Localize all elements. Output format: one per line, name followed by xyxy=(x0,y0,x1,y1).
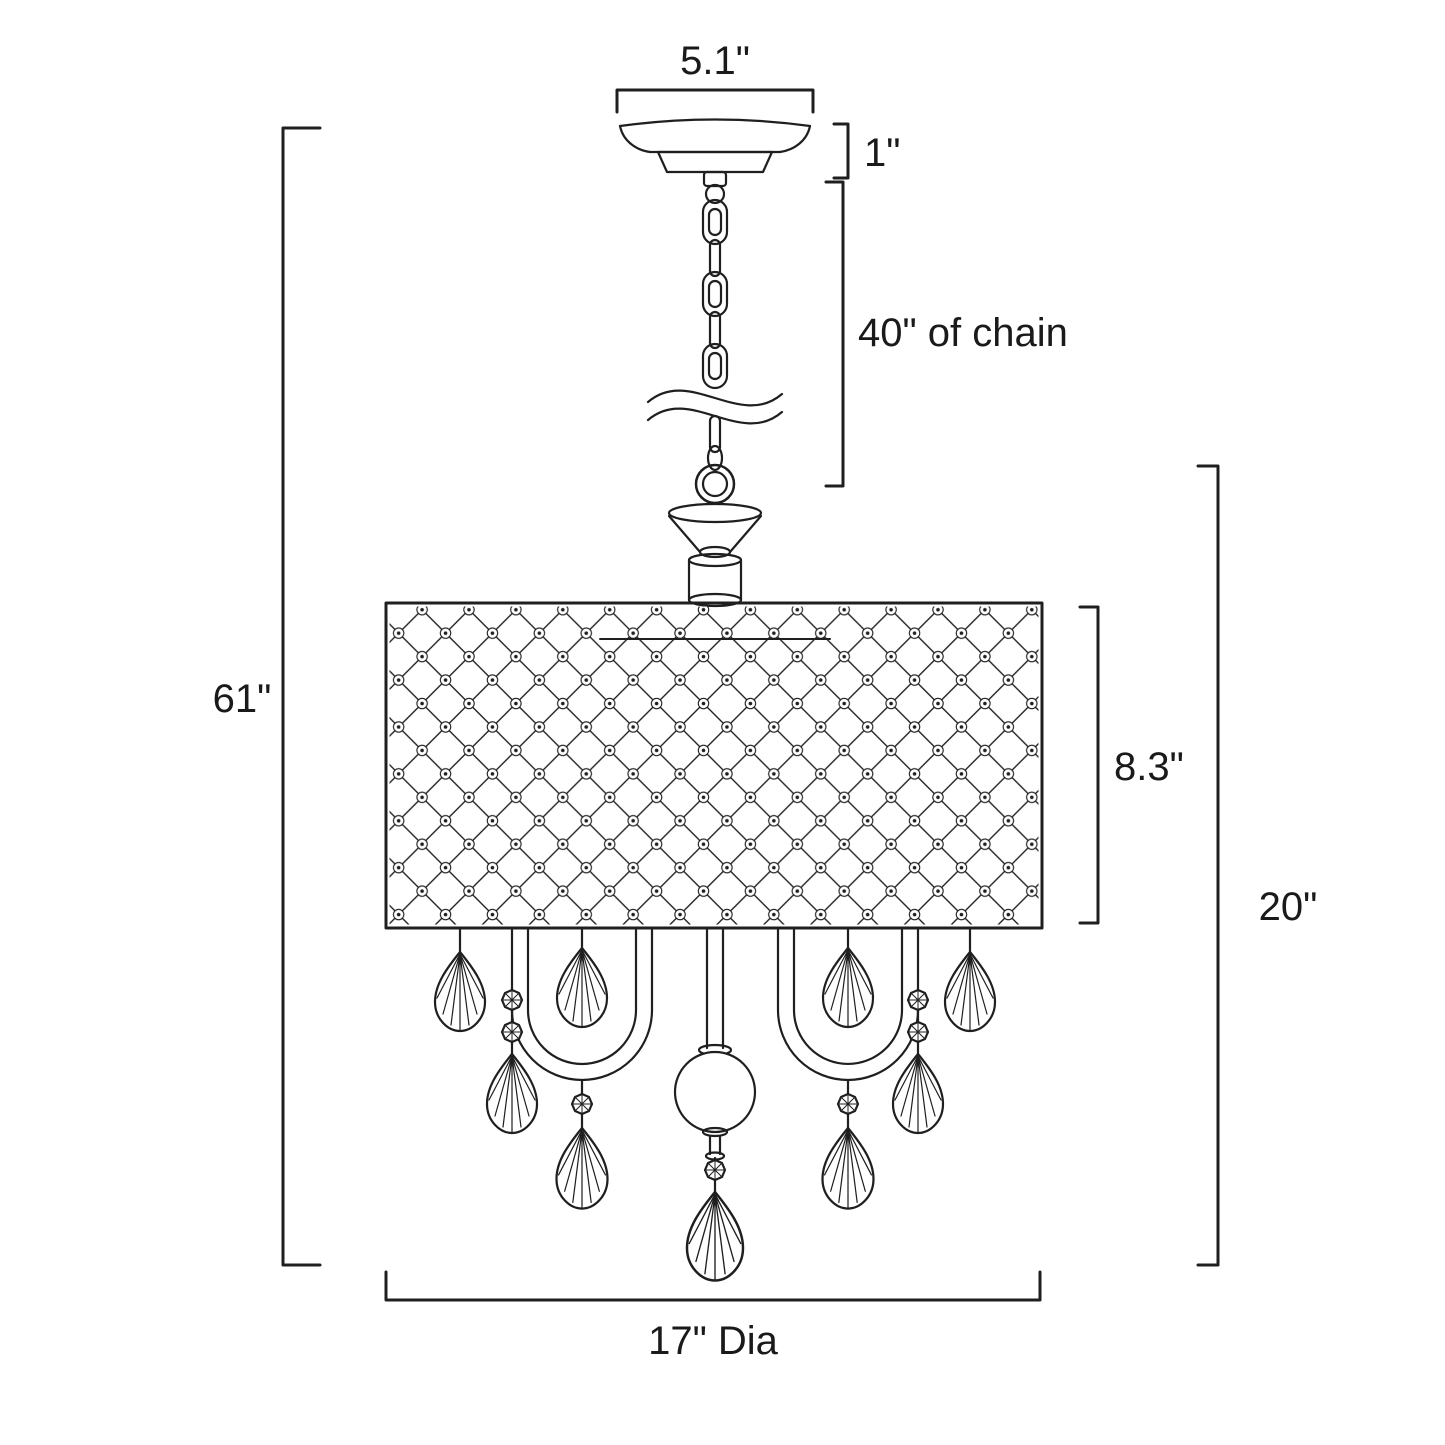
chandelier-drawing xyxy=(281,88,1220,1302)
center-ball xyxy=(673,1050,757,1161)
crystal-teardrop xyxy=(943,950,997,1033)
fixture-height-bracket xyxy=(1196,464,1220,1267)
crystal-teardrop xyxy=(821,1126,875,1210)
shade-height-bracket xyxy=(1078,605,1100,925)
bobeche-cone xyxy=(667,502,763,559)
dimension-labels: 5.1" 1" 40" of chain 61" 8.3" 20" 17" Di… xyxy=(213,39,1318,1363)
chain-length-bracket xyxy=(824,180,845,488)
canopy-height-label: 1" xyxy=(864,131,900,175)
crystal-bead xyxy=(500,1020,524,1044)
canopy-width-bracket xyxy=(615,88,815,114)
crystal-teardrop xyxy=(685,1190,745,1282)
drum-shade xyxy=(384,601,1044,930)
hanging-chain xyxy=(646,170,784,472)
canopy-width-label: 5.1" xyxy=(680,39,750,83)
fixture-height-label: 20" xyxy=(1259,885,1318,929)
crystal-bead xyxy=(570,1092,594,1116)
crystal-teardrop xyxy=(891,1052,945,1135)
crystal-teardrop xyxy=(433,950,487,1033)
crystal-bead xyxy=(906,988,930,1012)
overall-height-bracket xyxy=(281,126,322,1267)
crystal-teardrop xyxy=(555,946,609,1029)
crystal-teardrop xyxy=(821,946,875,1029)
ceiling-canopy xyxy=(618,118,812,174)
chain-length-label: 40" of chain xyxy=(858,311,1068,355)
center-column xyxy=(697,926,733,1057)
stem-cylinder xyxy=(687,552,743,608)
crystal-teardrop xyxy=(485,1052,539,1135)
diameter-label: 17" Dia xyxy=(648,1319,779,1363)
crystal-bead xyxy=(906,1020,930,1044)
crystal-bead xyxy=(500,988,524,1012)
crystal-teardrop xyxy=(555,1126,609,1210)
chain-break-symbol xyxy=(646,389,784,425)
crystal-bead xyxy=(836,1092,860,1116)
crystal-drops xyxy=(433,926,997,1282)
canopy-height-bracket xyxy=(832,122,850,180)
diameter-bracket xyxy=(384,1270,1042,1302)
shade-height-label: 8.3" xyxy=(1114,745,1184,789)
overall-height-label: 61" xyxy=(213,677,272,721)
crystal-bead xyxy=(703,1158,727,1182)
dimension-brackets xyxy=(281,88,1220,1302)
crystal-lattice-pattern xyxy=(389,606,1039,925)
